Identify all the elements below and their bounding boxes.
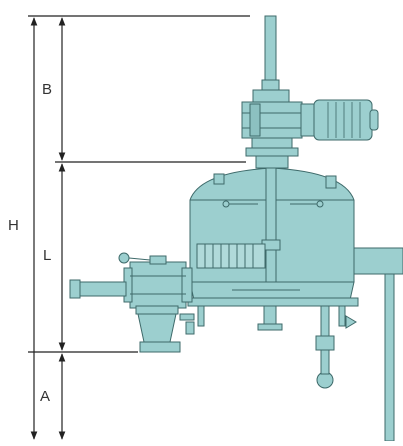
hopper-outlet [139, 341, 181, 353]
machine [69, 15, 403, 442]
dimension-lines [28, 15, 250, 440]
discharge-housing [129, 261, 187, 309]
dimension-label-b: B [42, 81, 53, 98]
motor-end-cap [369, 109, 379, 131]
feed-screw [75, 281, 127, 297]
filter-panel [196, 243, 266, 269]
neck-flange [245, 147, 299, 157]
dimension-label-h: H [8, 217, 19, 234]
bottom-flange [187, 297, 359, 307]
cone-hopper [137, 313, 177, 343]
valve-handwheel [118, 252, 130, 264]
side-pipe [353, 247, 403, 275]
dimension-label-l: L [43, 247, 52, 264]
leg-right [338, 305, 346, 327]
neck [251, 137, 293, 149]
agitator-shaft [265, 167, 277, 289]
support-column [384, 273, 395, 442]
leg-left [197, 305, 205, 327]
feed-inlet [69, 279, 81, 299]
top-shaft [264, 15, 277, 85]
vessel-bottom [189, 281, 355, 301]
dimension-label-a: A [40, 388, 51, 405]
top-nozzle-right [325, 175, 337, 189]
motor [313, 99, 373, 141]
top-nozzle-left [213, 173, 225, 185]
motor-flange [300, 103, 316, 137]
top-valve [149, 255, 167, 265]
hopper-collar [135, 305, 179, 315]
